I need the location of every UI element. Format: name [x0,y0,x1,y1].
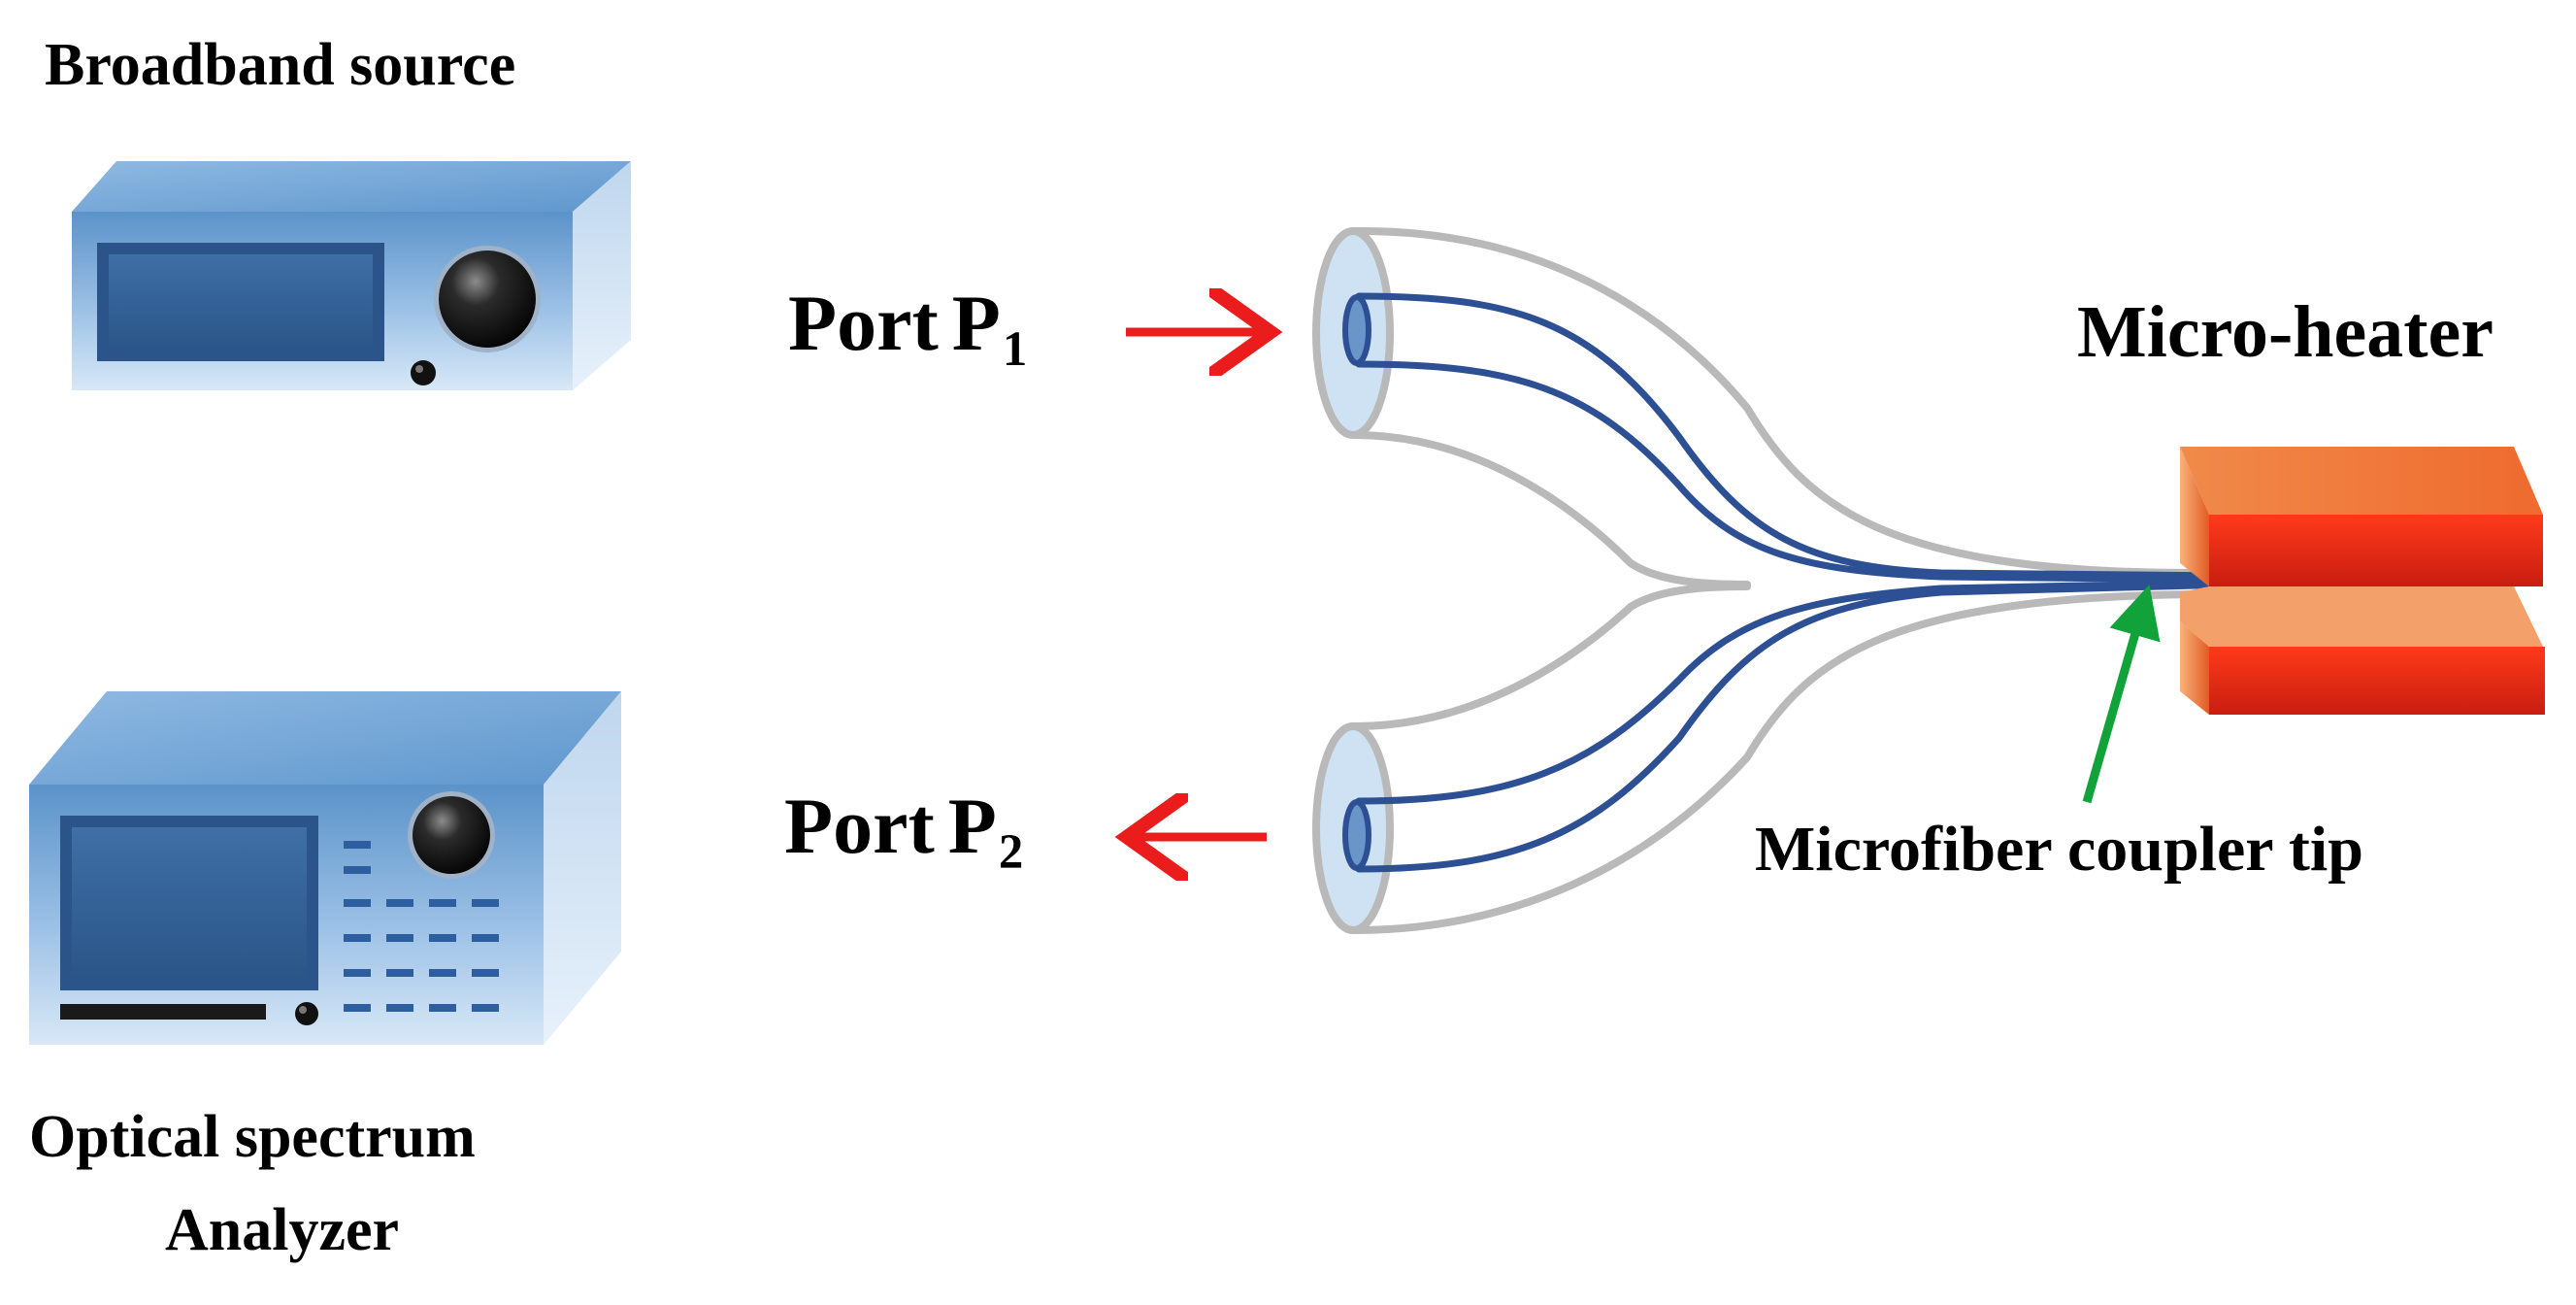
port-p2-letter: P [947,782,997,870]
osa-label-line1: Optical spectrum [29,1104,476,1170]
osa-label-line2: Analyzer [165,1197,400,1263]
optical-spectrum-analyzer-device [29,691,621,1045]
port-p2-word: Port [784,782,935,870]
coupler-tip-arrow [2082,585,2161,804]
broadband-source-device [72,161,631,390]
broadband-source-label: Broadband source [45,32,516,98]
micro-heater-label: Micro-heater [2077,291,2494,373]
port-p1-endface [1312,227,1394,439]
port-p1-word: Port [788,279,939,367]
coupler-cladding [1351,226,2197,934]
port-p1-letter: P [951,279,1001,367]
micro-heater-block [2180,447,2545,715]
port-p2-subscript: 2 [998,824,1024,880]
port-p1-subscript: 1 [1002,321,1028,377]
port-p2-endface [1312,722,1394,934]
coupler-tip-label: Microfiber coupler tip [1755,814,2363,885]
fiber-cores [1355,292,2236,873]
